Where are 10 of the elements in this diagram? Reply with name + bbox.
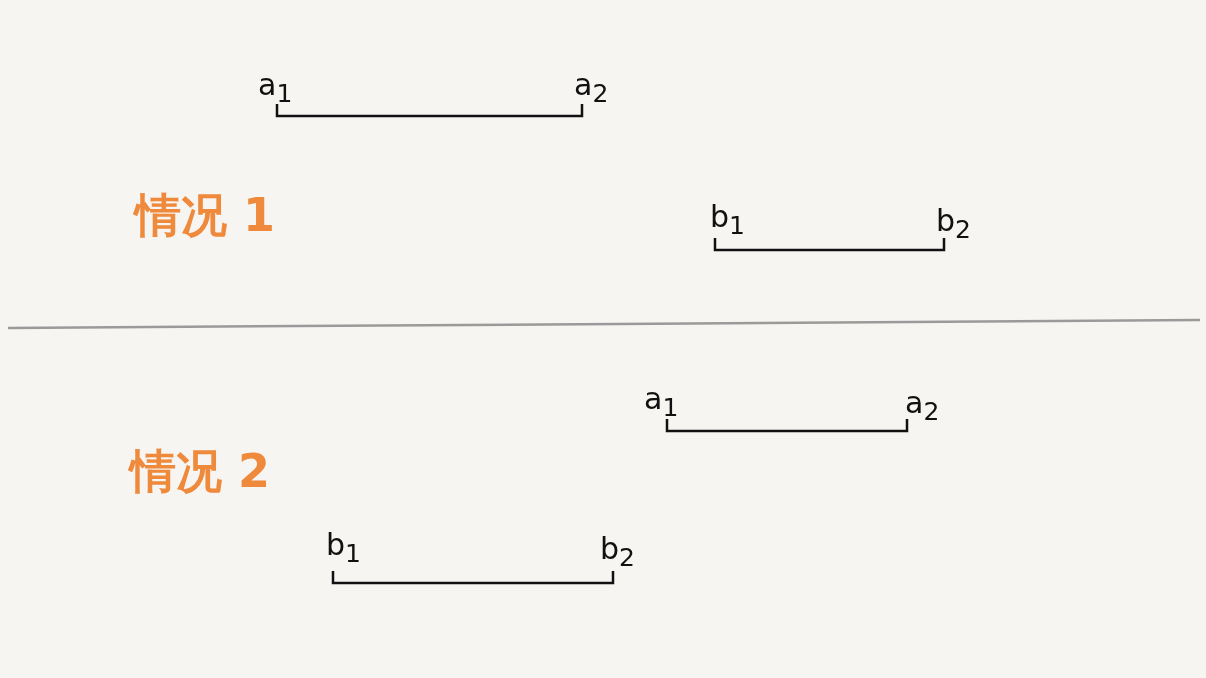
endpoint-label: b$_{1}$ bbox=[326, 530, 361, 566]
endpoint-label: a$_{2}$ bbox=[905, 388, 940, 424]
endpoint-label: b$_{2}$ bbox=[600, 534, 635, 570]
case-heading: 情况 1 bbox=[135, 192, 276, 238]
endpoint-label: b$_{1}$ bbox=[710, 202, 745, 238]
endpoint-label: a$_{2}$ bbox=[574, 70, 609, 106]
endpoint-label: a$_{1}$ bbox=[258, 70, 293, 106]
case-heading: 情况 2 bbox=[130, 448, 271, 494]
endpoint-label: a$_{1}$ bbox=[644, 384, 679, 420]
endpoint-label: b$_{2}$ bbox=[936, 206, 971, 242]
